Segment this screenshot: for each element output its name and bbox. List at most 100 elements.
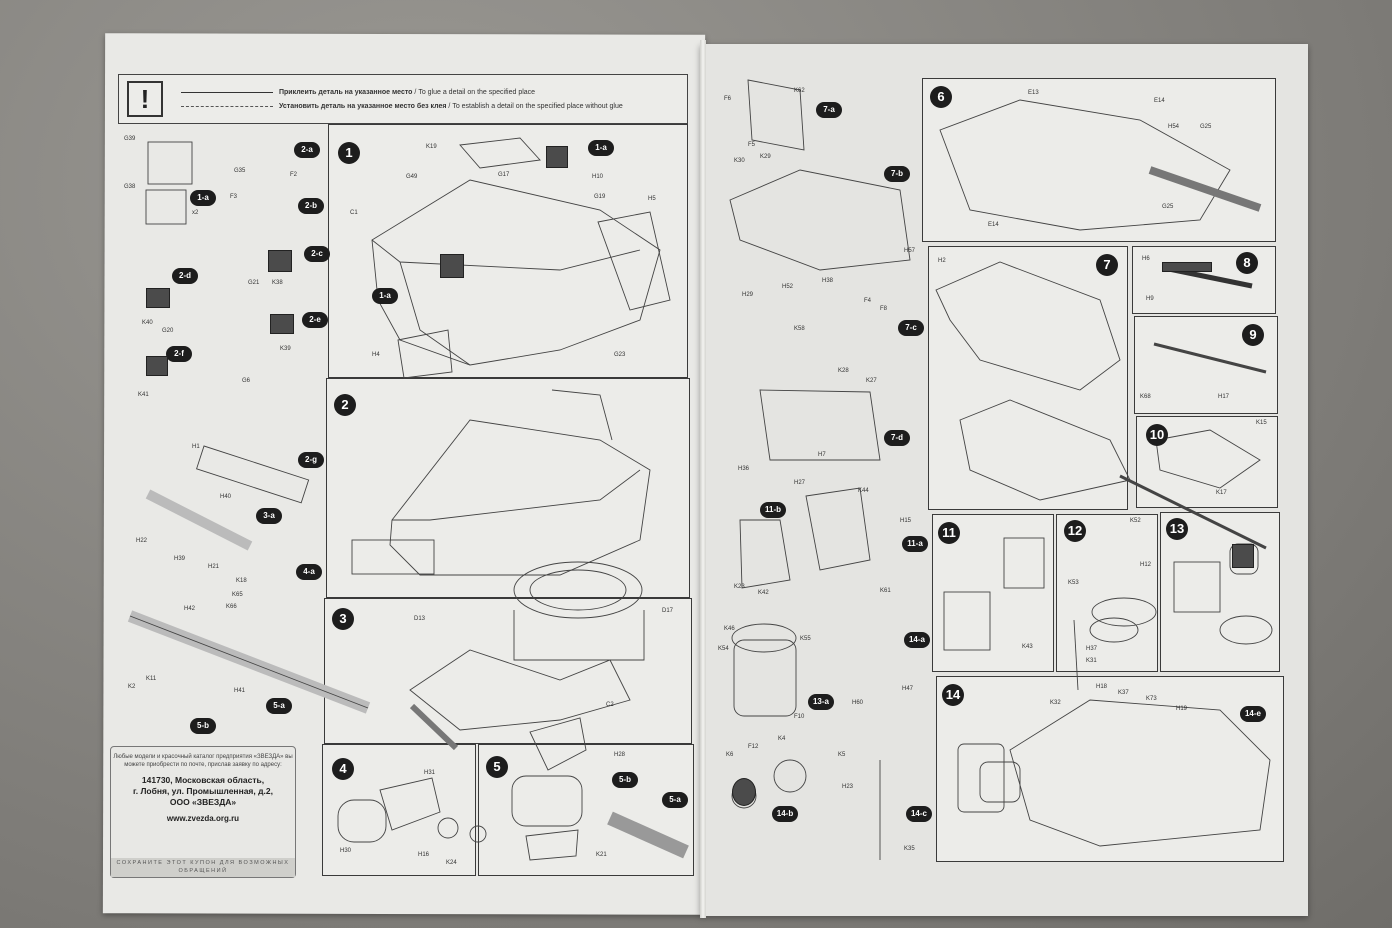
part-label: H38 (822, 278, 834, 284)
part-label: H42 (184, 606, 196, 612)
part-label: H27 (794, 480, 806, 486)
legend-line-glue: Приклеить деталь на указанное место / To… (279, 89, 536, 96)
part-label: E14 (988, 222, 999, 228)
part-label: K54 (718, 646, 729, 652)
part-label: H6 (1142, 256, 1150, 262)
part-label: H28 (614, 752, 626, 758)
panel-step-2 (326, 378, 690, 598)
part-label: K73 (1146, 696, 1157, 702)
substep-badge: 7-c (898, 320, 924, 336)
part-label: G19 (594, 194, 606, 200)
part-label: K46 (724, 626, 735, 632)
glue-arrow-icon (181, 92, 273, 93)
turret-side-drawing (729, 169, 911, 271)
part-label: K11 (146, 676, 157, 682)
panel-step-6 (922, 78, 1276, 242)
hull-upper-drawing (371, 179, 661, 366)
part-label: G25 (1162, 204, 1174, 210)
part-label: K21 (596, 852, 607, 858)
substep-badge: 11-b (760, 502, 786, 518)
part-label: G39 (124, 136, 136, 142)
substep-badge: 2-e (302, 312, 328, 328)
part-label: K2 (128, 684, 136, 690)
step-number: 13 (1166, 518, 1188, 540)
step-number: 9 (1242, 324, 1264, 346)
substep-badge: 14-c (906, 806, 932, 822)
part-label: K28 (838, 368, 849, 374)
ammo-box-part (440, 254, 464, 278)
part-label: H19 (1176, 706, 1188, 712)
part-label: K68 (1140, 394, 1151, 400)
step-number: 4 (332, 758, 354, 780)
part-label: H37 (1086, 646, 1098, 652)
part-label: K15 (1256, 420, 1267, 426)
part-label: H31 (424, 770, 436, 776)
substep-badge: 13-a (808, 694, 834, 710)
part-label: H29 (742, 292, 754, 298)
coupon-intro-text: Любые модели и красочный каталог предпри… (113, 754, 293, 768)
part-label: H60 (852, 700, 864, 706)
part-label: K17 (1216, 490, 1227, 496)
part-label: F3 (230, 194, 238, 200)
substep-badge: 2-b (298, 198, 324, 214)
substep-badge: 5-a (662, 792, 688, 808)
substep-badge: 4-a (296, 564, 322, 580)
step-number: 3 (332, 608, 354, 630)
part-label: E13 (1028, 90, 1039, 96)
part-label: H12 (1140, 562, 1152, 568)
part-label: F5 (748, 142, 756, 148)
part-label: G38 (124, 184, 136, 190)
step-number: 14 (942, 684, 964, 706)
step-number: 11 (938, 522, 960, 544)
part-label: K55 (800, 636, 811, 642)
substep-badge: 2-d (172, 268, 198, 284)
substep-badge: 5-b (190, 718, 216, 734)
part-label: H47 (902, 686, 914, 692)
order-coupon: Любые модели и красочный каталог предпри… (110, 746, 296, 878)
part-label: G20 (162, 328, 174, 334)
coupon-website[interactable]: www.zvezda.org.ru (166, 814, 240, 823)
part-label: H39 (174, 556, 186, 562)
substep-badge: 2-g (298, 452, 324, 468)
part-label: H4 (372, 352, 380, 358)
part-label: K61 (880, 588, 891, 594)
warning-icon: ! (127, 81, 163, 117)
part-label: K65 (232, 592, 243, 598)
wheel-part (732, 778, 756, 806)
sight-part (1232, 544, 1254, 568)
hull-step2-drawing (389, 419, 651, 576)
part-label: K37 (1118, 690, 1129, 696)
substep-badge: 11-a (902, 536, 928, 552)
step-number: 7 (1096, 254, 1118, 276)
substep-badge: 1-a (372, 288, 398, 304)
part-label: K5 (838, 752, 846, 758)
legend-line-noglue: Установить деталь на указанное место без… (279, 103, 623, 110)
substep-badge: 5-b (612, 772, 638, 788)
step-number: 12 (1064, 520, 1086, 542)
part-label: G25 (1200, 124, 1212, 130)
part-label: H36 (738, 466, 750, 472)
part-label: C1 (350, 210, 358, 216)
armor-block-part (268, 250, 292, 272)
substep-badge: 14-e (1240, 706, 1266, 722)
part-label: K27 (866, 378, 877, 384)
part-label: H10 (592, 174, 604, 180)
part-label: H18 (1096, 684, 1108, 690)
part-label: G6 (242, 378, 251, 384)
part-label: K23 (734, 584, 745, 590)
gun-part (1162, 262, 1212, 272)
part-label: H22 (136, 538, 148, 544)
coupon-footer: СОХРАНИТЕ ЭТОТ КУПОН ДЛЯ ВОЗМОЖНЫХ ОБРАЩ… (111, 858, 295, 877)
substep-badge: 7-d (884, 430, 910, 446)
part-label: K24 (446, 860, 457, 866)
part-label: G49 (406, 174, 418, 180)
part-label: K32 (1050, 700, 1061, 706)
panel-step-7 (928, 246, 1128, 510)
part-label: H54 (1168, 124, 1180, 130)
substep-badge: 1-a (588, 140, 614, 156)
glue-legend: ! Приклеить деталь на указанное место / … (118, 74, 688, 124)
part-label: K44 (858, 488, 869, 494)
part-label: K35 (904, 846, 915, 852)
part-label: H2 (938, 258, 946, 264)
